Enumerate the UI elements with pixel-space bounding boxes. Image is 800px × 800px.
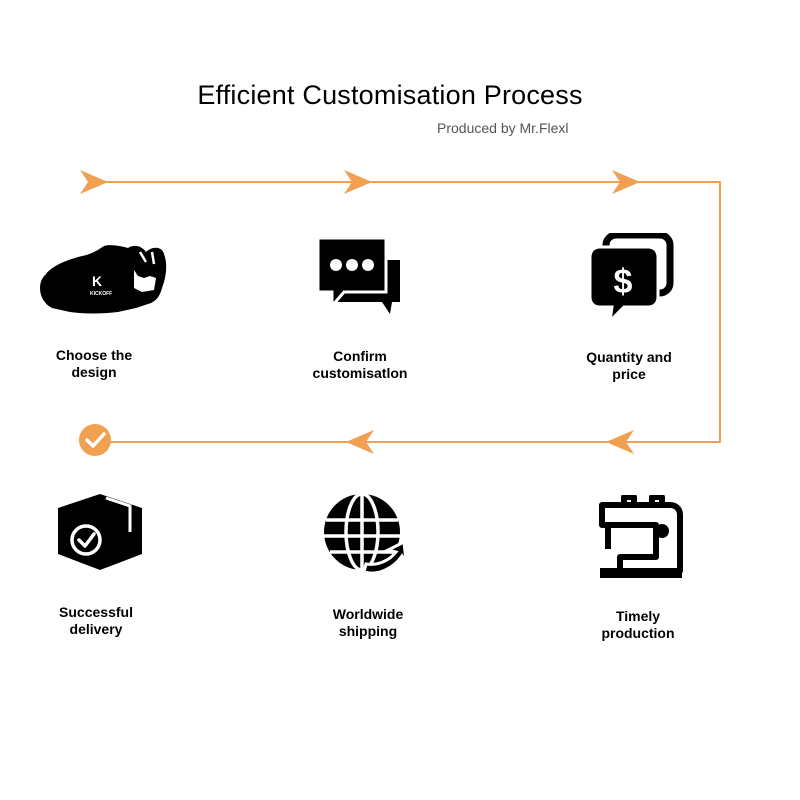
step-label-quantity-price: Quantity and price: [586, 349, 672, 382]
shoe-logo-letter: K: [92, 273, 102, 289]
flow-arrow-left: [346, 430, 374, 454]
step-label-choose-design: Choose the design: [55, 347, 133, 380]
step-label-timely-production: Timely production: [601, 608, 675, 641]
sewing-machine-icon: [599, 495, 683, 578]
flow-arrow-right: [80, 170, 108, 194]
flow-arrow-right: [344, 170, 372, 194]
diagram-title: Efficient Customisation Process: [197, 80, 583, 110]
flow-arrow-left: [606, 430, 634, 454]
package-check-icon: [58, 494, 142, 570]
shoe-logo-text: KICKOFF: [90, 291, 112, 297]
flow-line: [95, 181, 721, 443]
svg-text:$: $: [614, 263, 633, 301]
price-icon: $: [588, 233, 674, 321]
flow-end-check-icon: [79, 424, 111, 456]
step-label-successful-delivery: Successful delivery: [59, 604, 133, 637]
shoe-icon: K KICKOFF: [40, 245, 167, 314]
globe-icon: [324, 492, 408, 575]
chat-icon: [316, 236, 400, 314]
flow-arrow-right: [612, 170, 640, 194]
diagram-subtitle: Produced by Mr.Flexl: [437, 120, 569, 136]
step-label-confirm-customisation: Confirm customisatlon: [312, 348, 408, 381]
step-label-worldwide-shipping: Worldwide shipping: [332, 606, 404, 639]
